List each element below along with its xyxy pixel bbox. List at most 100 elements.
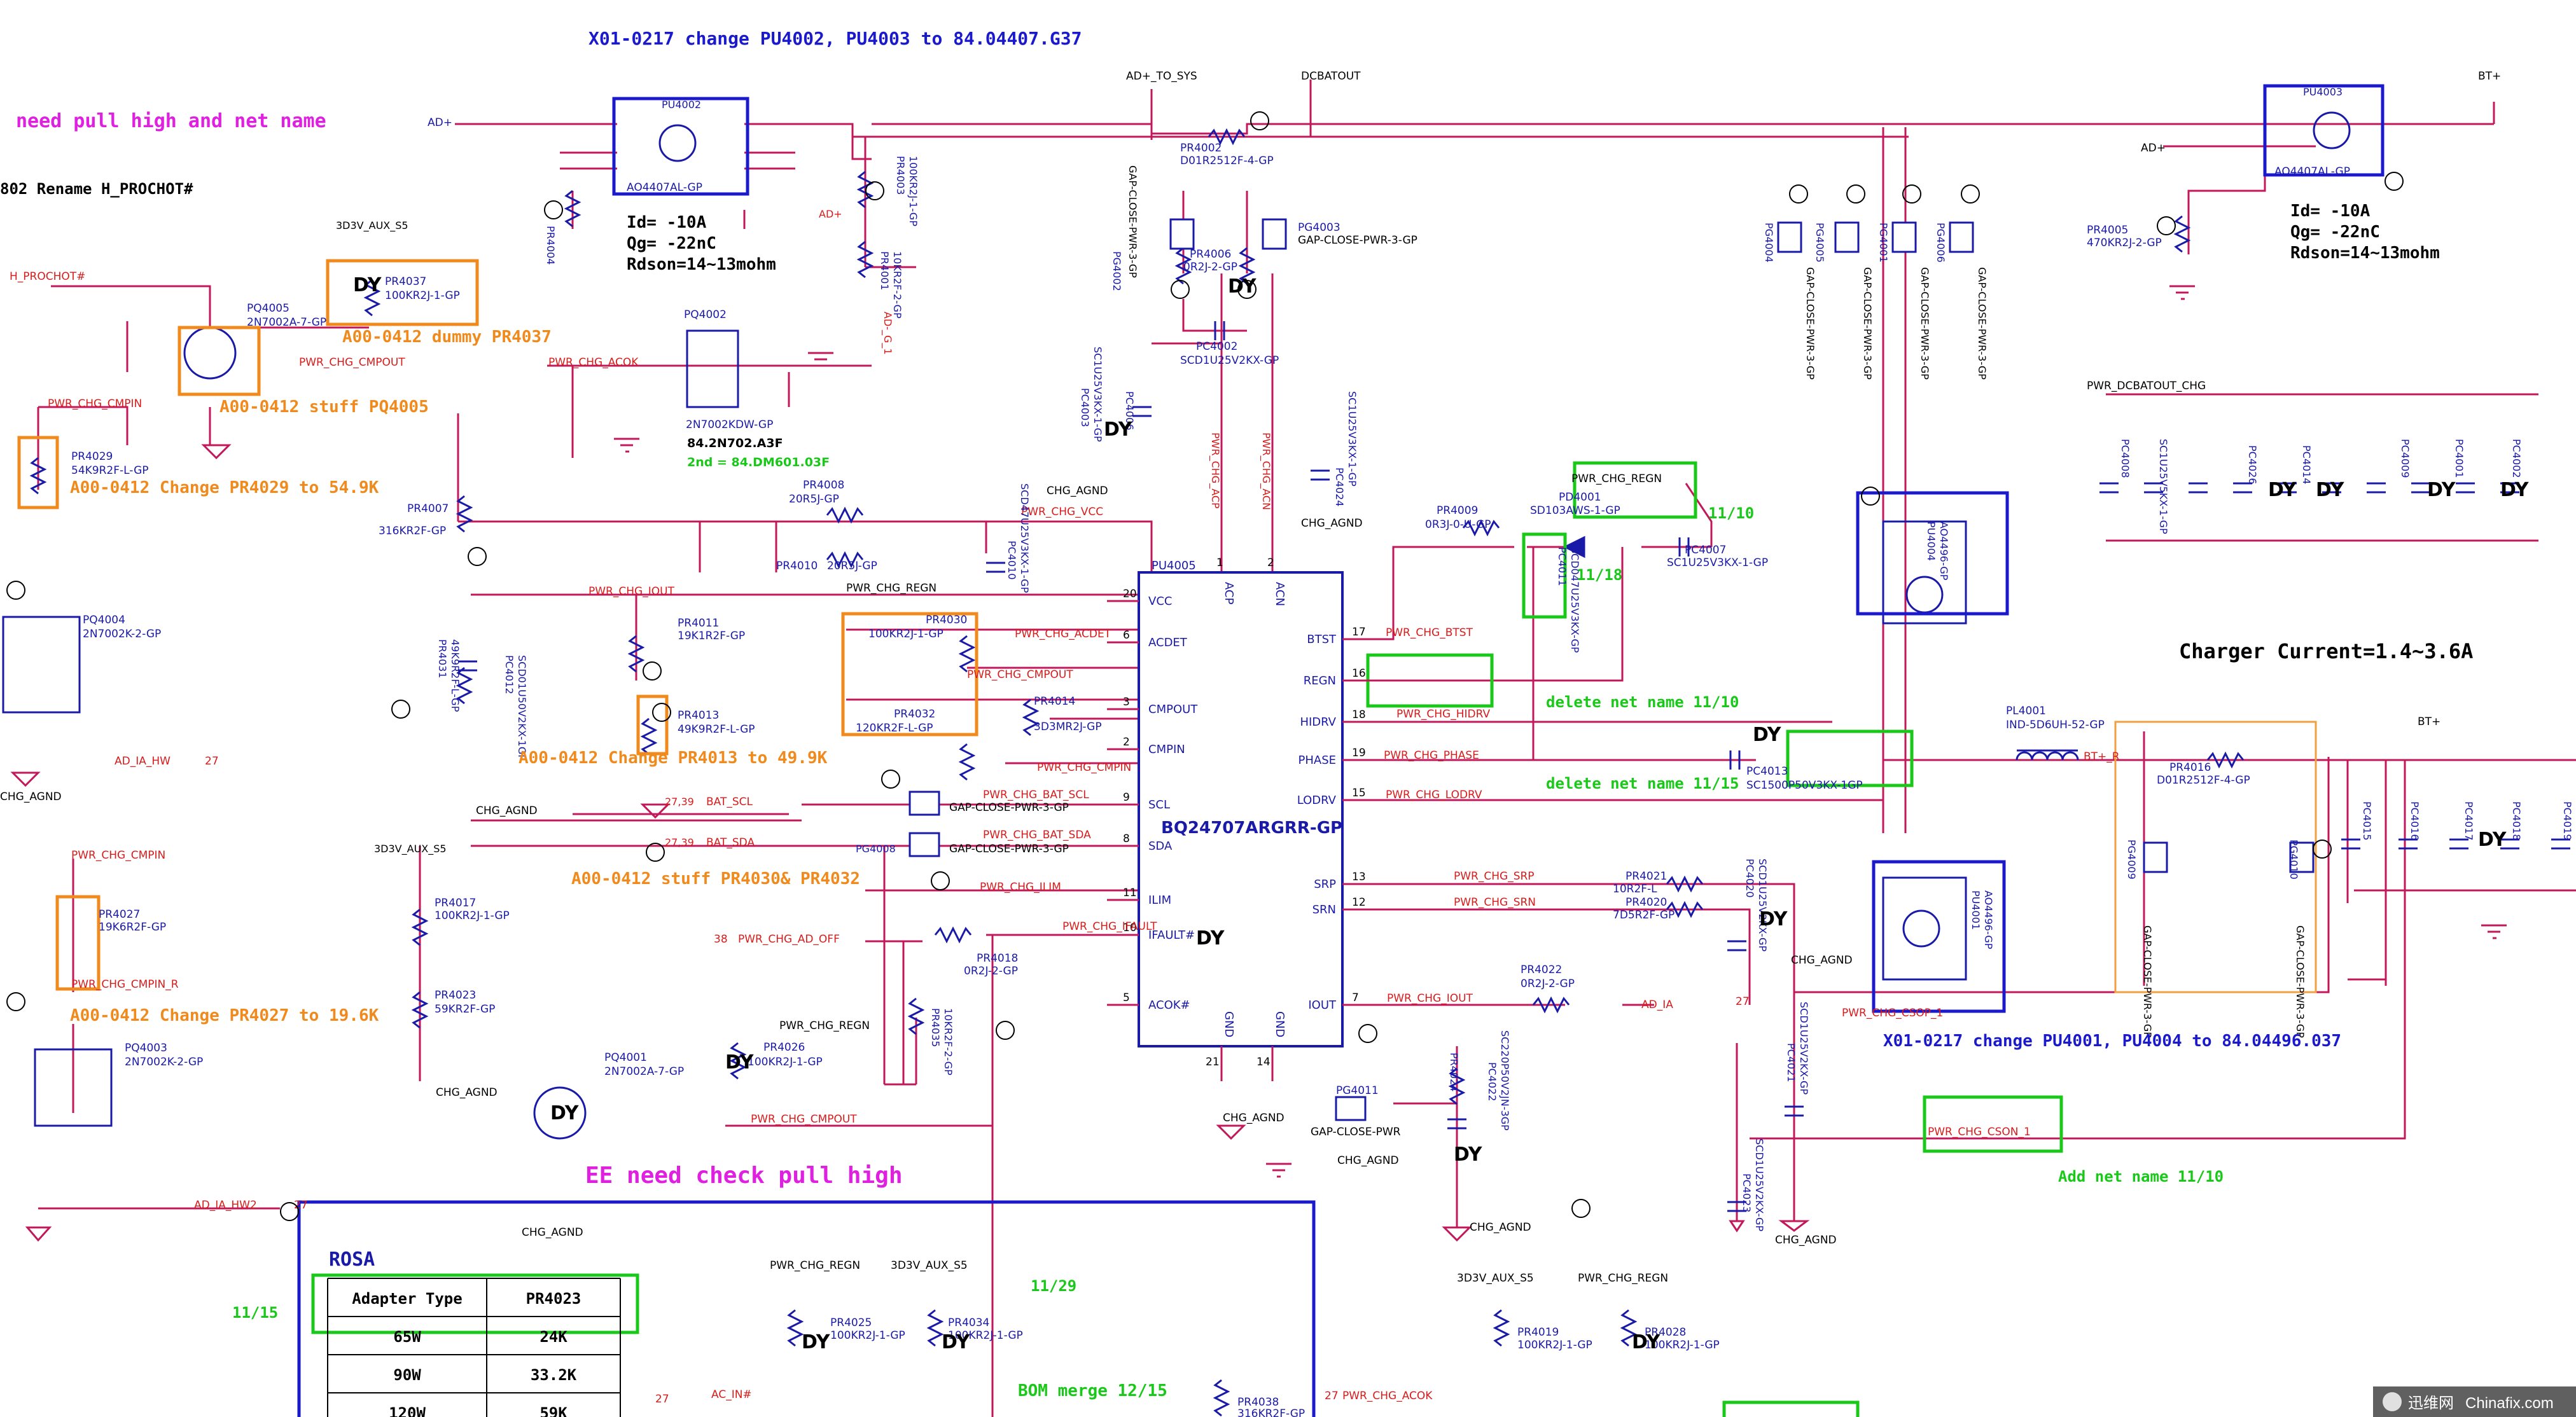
dy-marker: DY	[353, 274, 382, 296]
gp-marker	[931, 871, 950, 890]
label-l127: PWR_CHG_SRN	[1454, 896, 1536, 909]
rosa-cell: 59K	[540, 1404, 567, 1417]
dy-marker: DY	[1753, 724, 1782, 746]
note-n_stuff_4030: A00-0412 stuff PR4030& PR4032	[571, 869, 860, 888]
label-l162: GAP-CLOSE-PWR-3-GP	[2141, 925, 2154, 1038]
gp-markers	[6, 111, 2404, 1221]
fet-spec-line: Id= -10A	[627, 213, 707, 232]
ic-ref: PU4005	[1152, 559, 1196, 572]
gp-marker	[652, 703, 671, 722]
label-l182: PG4006	[1935, 223, 1947, 263]
note-n_stuff_q: A00-0412 stuff PQ4005	[219, 397, 429, 417]
label-l129: PR4021	[1626, 870, 1667, 883]
ic-pin-name: IOUT	[1308, 999, 1337, 1012]
ic-pin-number: 3	[1123, 696, 1130, 708]
label-l45: PWR_CHG_ACDET	[1015, 628, 1111, 640]
label-l118: PC4007	[1685, 544, 1726, 556]
gp-marker	[1789, 184, 1808, 204]
label-l17: 3D3V_AUX_S5	[336, 219, 408, 232]
label-l13: 100KR2J-1-GP	[907, 156, 919, 226]
label-l134: 0R2J-2-GP	[1521, 978, 1575, 990]
ic-pin-name: SRN	[1312, 903, 1336, 916]
label-l189: PR4025	[830, 1317, 872, 1329]
label-l81: 10KR2F-2-GP	[942, 1008, 954, 1075]
del-net-box-2	[1786, 729, 1914, 787]
label-l48: 120KR2F-L-GP	[856, 722, 933, 735]
label-l79: 0R2J-2-GP	[964, 965, 1018, 978]
gp-marker	[6, 992, 25, 1011]
label-l213: 27	[205, 755, 219, 768]
label-l131: PR4020	[1626, 896, 1667, 909]
label-l210: CHG_AGND	[1470, 1221, 1531, 1234]
gp-marker	[468, 547, 487, 566]
label-l54: PR4031	[436, 639, 449, 678]
gp-marker	[1846, 184, 1865, 204]
label-l139: PC4022	[1486, 1062, 1498, 1102]
label-l28: 2N7002KDW-GP	[686, 418, 773, 431]
ic-pin-number: 19	[1352, 747, 1366, 759]
label-l102: SCD1U25V2KX-GP	[1180, 354, 1279, 367]
label-l137: GAP-CLOSE-PWR	[1311, 1126, 1401, 1138]
pl4001-inductor	[2016, 749, 2079, 761]
label-l32: PR4007	[407, 502, 449, 515]
label-l24: PWR_CHG_CMPIN	[48, 397, 142, 410]
ic-pu4005: 20VCC6ACDET3CMPOUT2CMPIN9SCL8SDA11ILIM10…	[1107, 556, 1374, 1081]
label-l178: 470KR2J-2-GP	[2087, 237, 2162, 249]
label-l47: PR4032	[894, 708, 935, 721]
label-l60: AD_IA_HW	[115, 755, 171, 768]
label-l76: PWR_CHG_AD_OFF	[738, 933, 840, 946]
label-l29: 84.2N702.A3F	[687, 436, 783, 450]
label-l200: 100KR2J-1-GP	[1517, 1339, 1592, 1351]
label-l170: PWR_DCBATOUT_CHG	[2087, 380, 2206, 392]
label-l111: PC4010	[1006, 541, 1018, 580]
label-l26: 54K9R2F-L-GP	[71, 464, 149, 477]
label-l181: PG4001	[1877, 223, 1890, 263]
gp-marker	[1571, 1199, 1591, 1218]
label-l43: PR4030	[926, 614, 967, 626]
label-l112: SCD47U25V3KX-1-GP	[1019, 483, 1031, 593]
label-l88: PWR_CHG_CMPIN	[71, 849, 165, 862]
fet-spec-line: Rdson=14~13mohm	[2290, 244, 2440, 263]
label-l154: SC1500P50V3KX-1GP	[1746, 779, 1863, 792]
note-n_bom: BOM merge 12/15	[1018, 1381, 1167, 1400]
label-l220: AD-_G_1	[881, 312, 894, 355]
label-l201: PR4028	[1645, 1326, 1686, 1339]
label-l166: PC4016	[2409, 801, 2421, 841]
dy-marker: DY	[550, 1102, 580, 1124]
ic-pin-name: GND	[1273, 1011, 1286, 1037]
note-n_del1: delete net name 11/10	[1546, 693, 1739, 711]
note-n_ee: EE need check pull high	[585, 1163, 903, 1189]
label-l211: CHG_AGND	[1775, 1234, 1837, 1247]
label-l95: PG4002	[1111, 251, 1123, 291]
sense-box	[2114, 721, 2317, 993]
label-l7: AO4407AL-GP	[627, 181, 702, 194]
gp-marker	[1250, 111, 1269, 130]
label-l104: SC1U25V3KX-1-GP	[1092, 347, 1104, 442]
ic-pin-name: ACDET	[1148, 636, 1188, 649]
label-l62: 27,39	[665, 796, 694, 808]
dy-marker: DY	[1759, 908, 1788, 930]
label-l83: PR4026	[763, 1041, 805, 1054]
label-l153: PC4013	[1746, 765, 1788, 778]
label-l49: PR4014	[1034, 695, 1075, 708]
label-l156: IND-5D6UH-52-GP	[2006, 719, 2105, 731]
label-l218: 27	[1325, 1390, 1339, 1402]
ic-pin-number: 7	[1352, 992, 1359, 1004]
gp-marker	[544, 200, 563, 219]
label-l6: PU4002	[662, 99, 701, 111]
dy-marker: DY	[1228, 275, 1257, 298]
label-l85: PQ4001	[604, 1051, 647, 1064]
fet-spec-line: Qg= -22nC	[627, 234, 716, 253]
label-l77: PWR_CHG_IFAULT	[1062, 920, 1157, 933]
label-l34: PR4008	[803, 479, 844, 492]
label-l147: PWR_CHG_CSOP_1	[1842, 1007, 1943, 1020]
fet-spec-line: Id= -10A	[2290, 202, 2371, 221]
ic-pin-name: VCC	[1148, 595, 1172, 608]
rosa-header-box	[311, 1273, 639, 1334]
label-l57: SCD01U50V2KX-1GP	[516, 655, 528, 761]
label-l208: CHG_AGND	[1223, 1112, 1285, 1124]
note-n_1118: 11/18	[1577, 566, 1622, 584]
